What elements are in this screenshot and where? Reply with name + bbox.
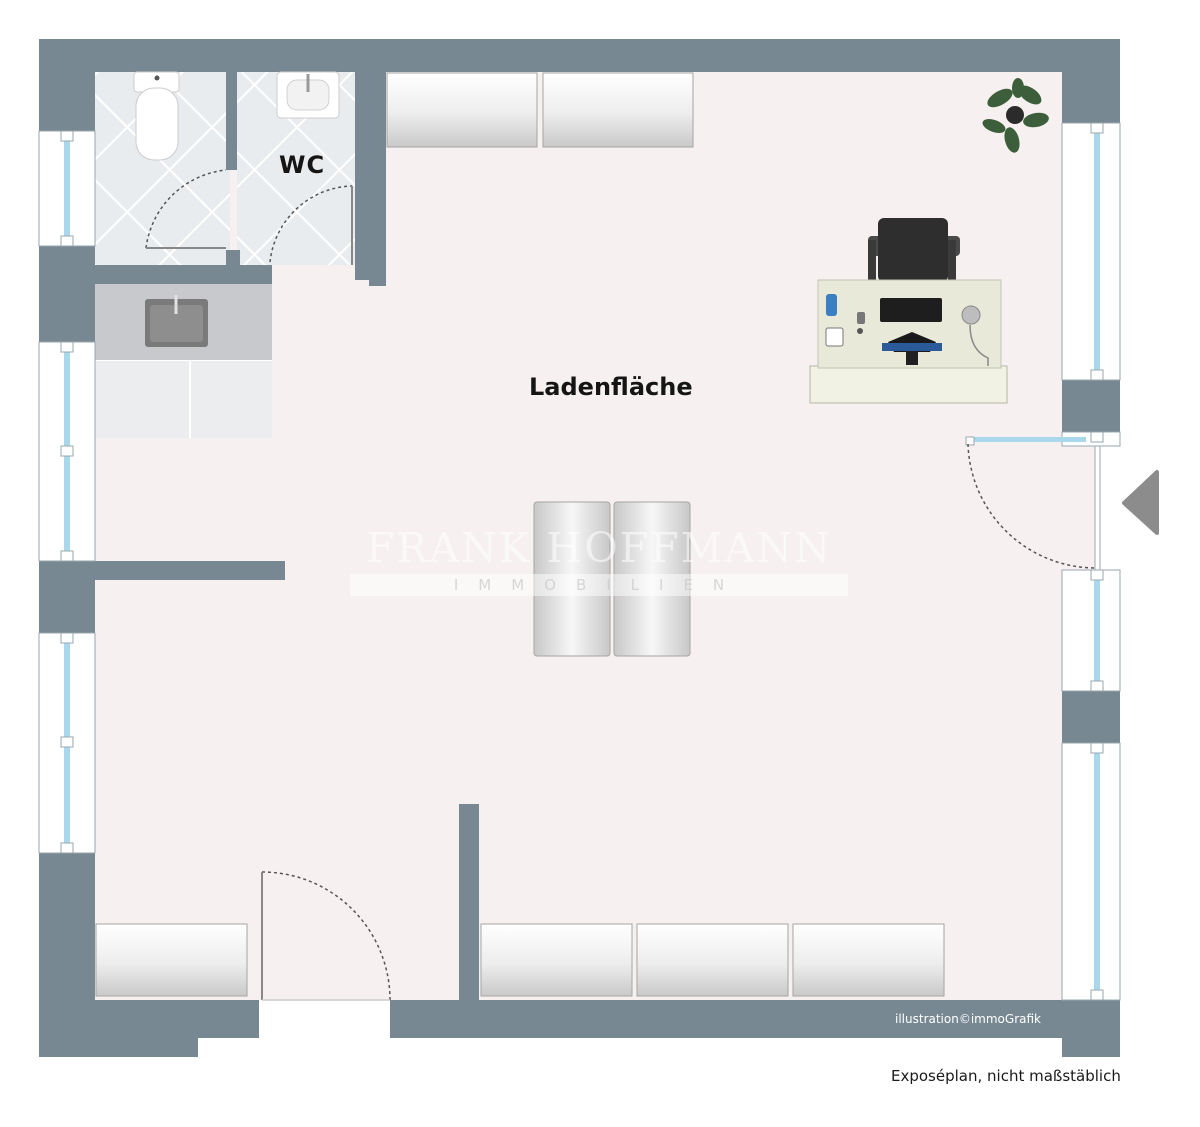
room-label-wc: WC [279, 151, 326, 179]
watermark-name: FRANK HOFFMANN [365, 524, 833, 572]
entrance-arrow-icon [1122, 470, 1159, 535]
door-swings [145, 169, 1097, 1001]
walls [39, 39, 1120, 1057]
toilet-icon [133, 71, 180, 161]
washbasin-icon [276, 71, 340, 119]
plant-icon [982, 78, 1049, 153]
desk [809, 279, 1008, 404]
illustration-credit: illustration©immoGrafik [895, 1012, 1041, 1026]
shelf-units-bottom [95, 923, 945, 997]
room-label-sales-floor: Ladenfläche [529, 373, 693, 401]
office-chair-icon [868, 218, 960, 282]
scale-disclaimer: Exposéplan, nicht maßstäblich [891, 1067, 1121, 1085]
shelf-units-top [386, 72, 694, 148]
watermark-subtitle: IMMOBILIEN [350, 574, 848, 596]
